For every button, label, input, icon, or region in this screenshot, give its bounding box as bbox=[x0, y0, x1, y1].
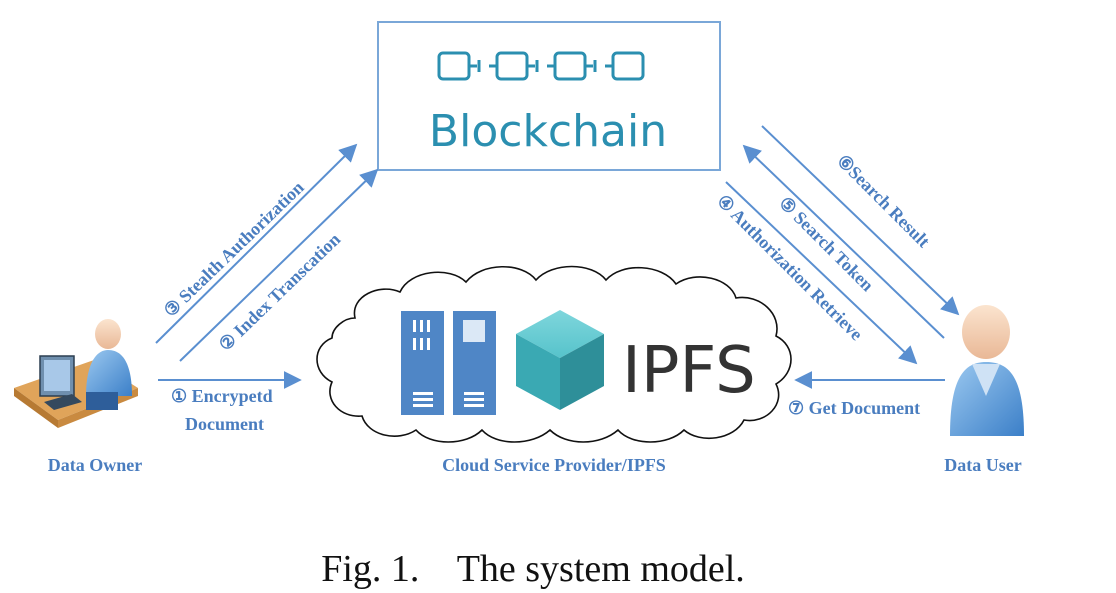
blockchain-title: Blockchain bbox=[429, 106, 667, 157]
person-at-computer-icon bbox=[14, 319, 138, 428]
ipfs-title: IPFS bbox=[622, 334, 756, 408]
person-icon bbox=[950, 305, 1024, 436]
arrow-search-result bbox=[761, 125, 960, 316]
step1-label-line2: Document bbox=[185, 414, 264, 434]
step1-label-line1: ① Encrypetd bbox=[171, 386, 273, 406]
blockchain-node: Blockchain bbox=[377, 21, 721, 171]
blockchain-box bbox=[377, 21, 721, 171]
step6-label: ⑥Search Result bbox=[833, 151, 934, 252]
arrow-index-transaction bbox=[179, 168, 379, 362]
data-user-label: Data User bbox=[944, 455, 1021, 475]
arrow-authorization-retrieve bbox=[725, 181, 918, 365]
arrow-search-token bbox=[742, 144, 945, 339]
step7-label: ⑦ Get Document bbox=[788, 398, 920, 418]
ipfs-cube-icon bbox=[516, 310, 604, 410]
cloud-provider-label: Cloud Service Provider/IPFS bbox=[442, 455, 666, 475]
data-owner-label: Data Owner bbox=[48, 455, 142, 475]
server-rack-icon bbox=[401, 311, 496, 415]
chain-links-icon bbox=[437, 51, 645, 81]
arrow-stealth-authorization bbox=[155, 143, 358, 344]
ipfs-logo: IPFS bbox=[516, 310, 756, 410]
figure-caption: Fig. 1. The system model. bbox=[321, 548, 745, 590]
